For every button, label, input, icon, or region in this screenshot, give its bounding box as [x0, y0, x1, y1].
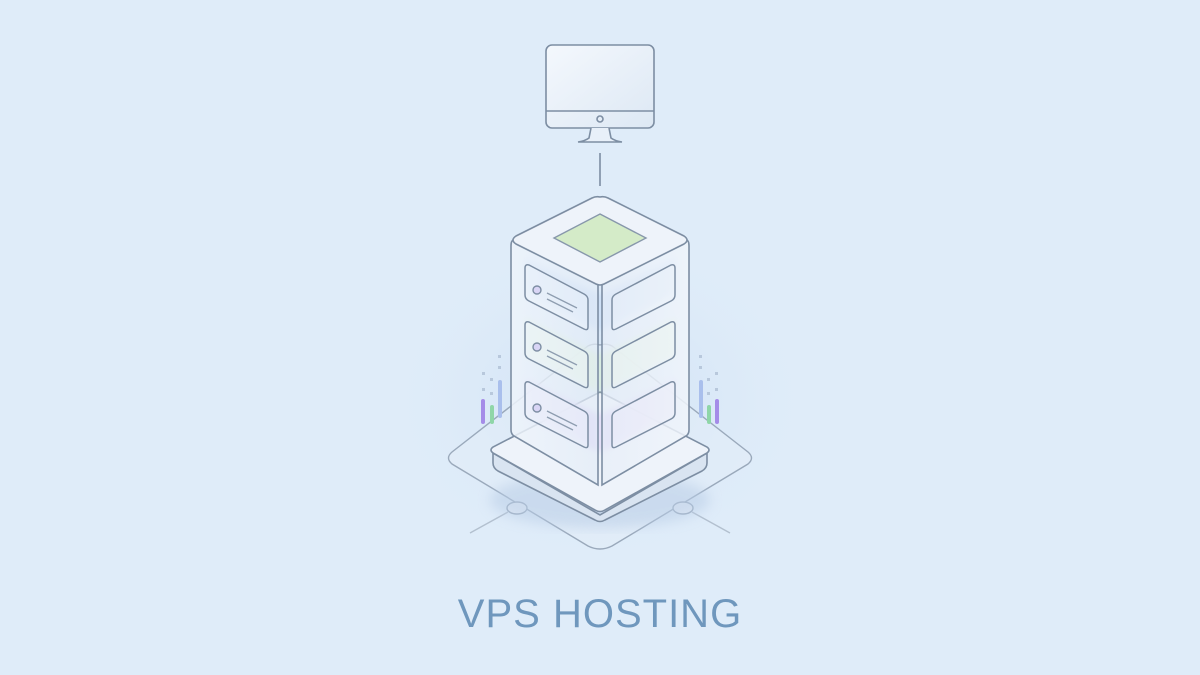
server-tower-icon	[510, 195, 690, 487]
monitor-icon	[545, 44, 655, 143]
signal-bars-icon-right	[699, 355, 719, 424]
caption-title: VPS HOSTING	[457, 592, 743, 636]
signal-bars-icon-left	[481, 355, 502, 424]
